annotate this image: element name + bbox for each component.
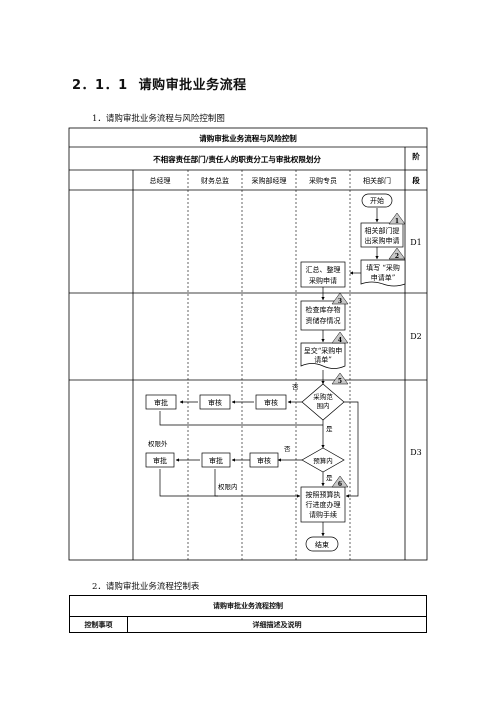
- label-yes-1: 是: [326, 425, 333, 433]
- control-table-caption: 2．请购审批业务流程控制表: [92, 582, 200, 592]
- n1-line1: 相关部门提: [365, 226, 400, 235]
- n3-line2: 资储存情况: [306, 316, 341, 325]
- risk-marker-5: [331, 372, 349, 385]
- node-check-inventory: [300, 300, 346, 331]
- control-table-col-desc: 详细描述及说明: [127, 616, 427, 633]
- stage-header-1: 阶: [412, 151, 420, 161]
- flowchart-frame: [68, 127, 428, 561]
- stage-d3: D3: [410, 448, 422, 457]
- section-number: 2．1．1: [72, 78, 128, 93]
- node-approve-gm-2: [145, 452, 175, 468]
- approve-gm-label: 审批: [154, 398, 168, 407]
- n4-line1: 呈交“采购申: [304, 346, 343, 355]
- risk-marker-4-label: 4: [338, 337, 342, 344]
- col-purchasing-manager: 采购部经理: [252, 176, 287, 185]
- label-yes-2: 是: [326, 474, 333, 482]
- connectors: [159, 208, 379, 537]
- risk-marker-3-label: 3: [338, 298, 342, 305]
- section-title: 请购审批业务流程: [138, 78, 247, 93]
- stage-d1: D1: [410, 238, 422, 247]
- risk-marker-4: [331, 331, 349, 344]
- risk-marker-2-label: 2: [395, 253, 399, 260]
- decision-scope: [301, 383, 345, 421]
- flowchart-title: 请购审批业务流程与风险控制: [199, 133, 297, 143]
- n2-line2: 申请单”: [371, 273, 396, 282]
- flowchart-subtitle: 不相容责任部门/责任人的职责分工与审批权限划分: [153, 154, 321, 164]
- risk-marker-6-label: 6: [338, 481, 342, 488]
- risk-marker-3: [331, 292, 349, 305]
- n6-line2: 行进度办理: [306, 500, 341, 509]
- node-review-manager: [255, 394, 287, 410]
- approve-cfo-2-label: 审批: [209, 456, 223, 465]
- node-approve-cfo-2: [201, 452, 231, 468]
- control-table-col-item: 控制事项: [69, 616, 128, 633]
- lane-dividers: [187, 170, 351, 560]
- d5-line1: 采购范: [313, 392, 333, 401]
- risk-marker-1-label: 1: [395, 218, 399, 225]
- risk-marker-2: [388, 247, 406, 260]
- node-approve-gm: [145, 394, 177, 410]
- node-review-2: [249, 452, 279, 468]
- n6-line1: 按照预算执: [306, 490, 341, 499]
- risk-markers: 1 2 3 4 5 6: [331, 212, 406, 488]
- end-label: 结束: [315, 540, 329, 549]
- risk-marker-1: [388, 212, 406, 225]
- n2-line1: 填写 “采购: [366, 263, 400, 272]
- budget-label: 预算内: [313, 456, 333, 465]
- label-within-authority: 权限内: [218, 482, 238, 491]
- decision-budget: [301, 447, 345, 473]
- node-execute: [300, 486, 346, 523]
- review-manager-label: 审核: [264, 398, 278, 407]
- col-purchasing-clerk: 采购专员: [309, 176, 337, 185]
- label-no-1: 否: [292, 383, 299, 391]
- node-fill-form: [360, 259, 406, 287]
- node-review-cfo: [199, 394, 231, 410]
- flowchart-caption: 1．请购审批业务流程与风险控制图: [92, 114, 225, 124]
- n1-line2: 出采购申请: [365, 236, 400, 245]
- col-gm: 总经理: [150, 176, 171, 185]
- risk-marker-5-label: 5: [338, 378, 342, 385]
- node-present-form: [300, 342, 346, 369]
- col-related-dept: 相关部门: [363, 176, 391, 185]
- node-submit-request: [360, 222, 404, 248]
- collect-line2: 采购申请: [309, 276, 337, 285]
- control-table: 请购审批业务流程控制 控制事项 详细描述及说明: [69, 595, 427, 633]
- node-collect: [300, 261, 346, 288]
- d5-line2: 围内: [317, 401, 330, 410]
- section-heading: 2．1．1 请购审批业务流程: [72, 74, 247, 93]
- n4-line2: 请单”: [314, 355, 332, 364]
- end-node: [305, 536, 339, 552]
- control-table-title: 请购审批业务流程控制: [69, 595, 427, 617]
- label-no-2: 否: [284, 445, 291, 453]
- risk-marker-6: [331, 475, 349, 488]
- collect-line1: 汇总、整理: [306, 265, 341, 274]
- stage-d2: D2: [410, 332, 422, 341]
- start-node: [361, 193, 393, 208]
- n6-line3: 请购手续: [309, 510, 337, 519]
- col-cfo: 财务总监: [201, 176, 229, 185]
- n3-line1: 检查库存物: [306, 305, 341, 314]
- review-cfo-label: 审核: [208, 398, 222, 407]
- start-label: 开始: [370, 196, 384, 205]
- stage-header-2: 段: [412, 175, 420, 185]
- review-2-label: 审核: [257, 456, 271, 465]
- approve-gm-2-label: 审批: [153, 456, 167, 465]
- label-over-authority: 权限外: [148, 439, 168, 448]
